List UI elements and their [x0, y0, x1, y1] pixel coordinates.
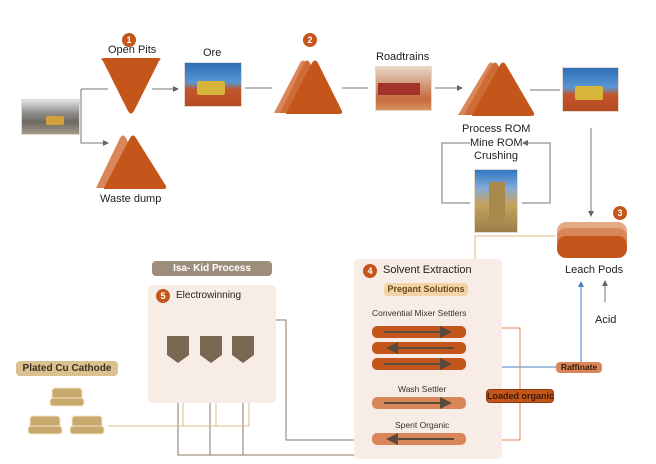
waste-dump-icon: [96, 135, 167, 189]
ore-loader-photo: [184, 62, 242, 107]
step-4-badge: 4: [363, 264, 377, 278]
process-rom-stockpile-icon: [458, 62, 535, 116]
loaded-organic-label: Loaded organic: [486, 389, 555, 403]
roadtrains-label: Roadtrains: [376, 51, 430, 63]
crusher-icon: [489, 182, 505, 222]
ore-label: Ore: [203, 47, 222, 59]
electrowinning-cells: [167, 336, 254, 363]
line-pit-photo-to-pits: [80, 88, 108, 143]
settler-tanks: [372, 326, 466, 445]
haul-truck-pit-photo: [21, 99, 80, 135]
waste-dump-label: Waste dump: [100, 193, 162, 205]
spent-organic-label: Spent Organic: [395, 420, 450, 430]
step-1-badge: 1: [122, 33, 136, 47]
crushing-plant-photo: [474, 169, 518, 233]
mixer-settlers-label: Convential Mixer Settlers: [372, 308, 467, 318]
roadtrain-icon: [378, 83, 420, 95]
acid-label: Acid: [595, 314, 617, 326]
mine-rom-label: Mine ROM: [470, 137, 523, 149]
process-rom-label: Process ROM: [462, 123, 531, 135]
step-5-badge: 5: [156, 289, 170, 303]
leach-pods-icon: [557, 222, 627, 258]
isa-kid-process-header: Isa- Kid Process: [152, 261, 272, 276]
ew-cell-2: [200, 336, 222, 363]
pregnant-solutions-label: Pregant Solutions: [384, 283, 468, 296]
dump-truck-icon-2: [575, 86, 603, 100]
open-pits-triangle-icon: [101, 58, 161, 114]
stockpile-icon: [274, 60, 343, 114]
wash-settler-label: Wash Settler: [398, 384, 447, 394]
ew-cell-3: [232, 336, 254, 363]
copper-cathode-stack-icon: [28, 387, 105, 435]
leach-pods-label: Leach Pods: [565, 264, 624, 276]
ew-cell-1: [167, 336, 189, 363]
loader-photo-2: [562, 67, 619, 112]
step-2-badge: 2: [303, 33, 317, 47]
line-crushing-loop: [441, 143, 551, 204]
solvent-extraction-title: Solvent Extraction: [383, 264, 472, 276]
roadtrain-photo: [375, 66, 432, 111]
electrowinning-title: Electrowinning: [176, 290, 242, 301]
plated-cu-cathode-label: Plated Cu Cathode: [16, 361, 118, 376]
crushing-label: Crushing: [474, 150, 519, 162]
open-pits-label: Open Pits: [108, 44, 157, 56]
raffinate-label: Raffinate: [556, 362, 602, 373]
truck-icon: [46, 116, 64, 125]
dump-truck-icon: [197, 81, 225, 95]
step-3-badge: 3: [613, 206, 627, 220]
